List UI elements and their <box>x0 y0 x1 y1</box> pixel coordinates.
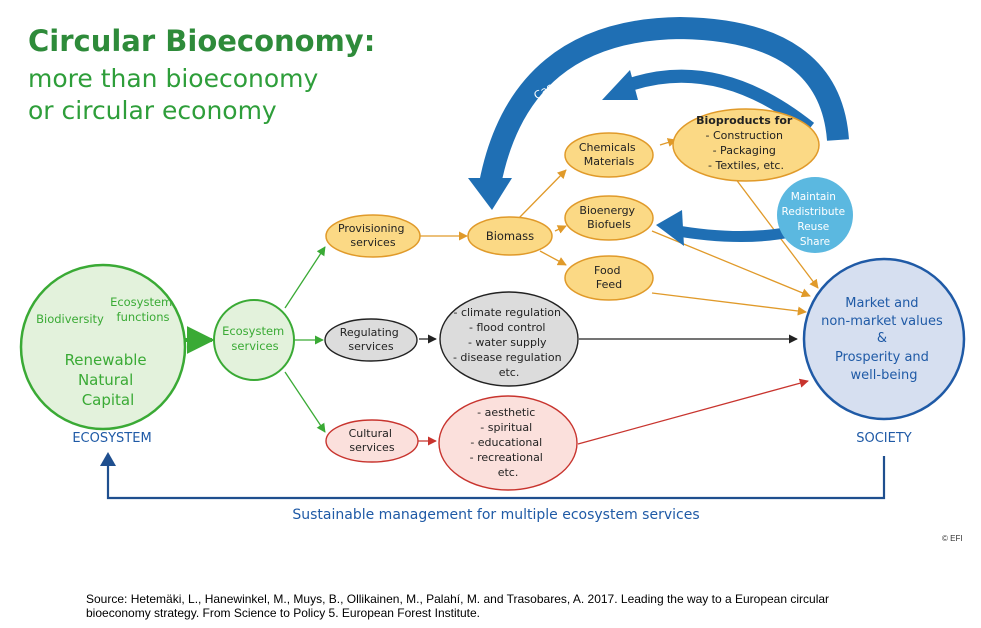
maintain-label-2: Redistribute <box>782 206 846 218</box>
biomass-node: Biomass <box>467 216 553 256</box>
svg-text:Regulating services: Regulating services <box>340 326 403 353</box>
society-label-2: non-market values <box>821 314 943 329</box>
arrow-biomass-to-food <box>539 250 567 266</box>
maintain-node: Maintain Redistribute Reuse Share <box>777 177 853 253</box>
management-loop <box>100 452 886 500</box>
svg-text:Provisioning services: Provisioning services <box>338 222 408 249</box>
copyright-note: © EFI <box>942 534 963 543</box>
regulating-services-node: Regulating services <box>324 318 418 362</box>
ecosystem-services-node: Ecosystem services <box>213 299 295 381</box>
natural-capital-node: Biodiversity Ecosystem functions Renewab… <box>19 263 187 431</box>
regulation-list-node: - climate regulation - flood control - w… <box>439 291 579 387</box>
food-label-1: Food <box>594 264 620 277</box>
provisioning-label-1: Provisioning <box>338 222 405 235</box>
society-label-1: Market and <box>845 296 918 311</box>
svg-text:Maintain Redistribute: Maintain Redistribute Reuse Share <box>782 191 849 248</box>
arrow-food-to-society <box>651 292 807 316</box>
regulation-item-5: etc. <box>499 366 520 379</box>
chemicals-label-2: Materials <box>584 155 635 168</box>
society-label: SOCIETY <box>856 431 912 446</box>
svg-text:Ecosystem functions: Ecosystem functions <box>110 295 176 324</box>
society-label-4: Prosperity and <box>835 350 929 365</box>
svg-text:Chemicals Materials: Chemicals Materials <box>579 141 639 168</box>
cascade-arrow: Cascading, Composting, Recycling, Remanu… <box>0 0 849 210</box>
bioproducts-title: Bioproducts for <box>696 114 793 127</box>
svg-text:Bioenergy Biofuels: Bioenergy Biofuels <box>579 204 638 231</box>
cultural-item-3: - educational <box>470 436 542 449</box>
biomass-label: Biomass <box>486 229 534 243</box>
diagram-subtitle-line2: or circular economy <box>28 96 277 125</box>
arrow-biomass-to-bioenergy <box>554 225 567 234</box>
maintain-label-1: Maintain <box>791 191 836 203</box>
cultural-item-4: - recreational <box>470 451 543 464</box>
food-node: Food Feed <box>564 255 654 301</box>
food-label-2: Feed <box>596 278 622 291</box>
svg-text:Ecosystem services: Ecosystem services <box>222 324 288 353</box>
society-label-5: well-being <box>851 368 918 383</box>
regulating-label-1: Regulating <box>340 326 399 339</box>
reuse-arrow <box>656 210 792 246</box>
diagram-subtitle-line1: more than bioeconomy <box>28 64 319 93</box>
provisioning-services-node: Provisioning services <box>325 214 421 258</box>
cascade-label: Cascading, Composting, Recycling, Remanu… <box>0 0 775 102</box>
management-label: Sustainable management for multiple ecos… <box>292 507 699 523</box>
bioproducts-node: Bioproducts for - Construction - Packagi… <box>672 108 820 182</box>
ecosystem-functions-label-2: functions <box>117 310 170 324</box>
ecosystem-functions-label-1: Ecosystem <box>110 295 172 309</box>
bioenergy-label-1: Bioenergy <box>579 204 635 217</box>
bioenergy-label-2: Biofuels <box>587 218 631 231</box>
cultural-label-2: services <box>349 441 394 454</box>
cultural-services-node: Cultural services <box>325 419 419 463</box>
chemicals-node: Chemicals Materials <box>564 132 654 178</box>
svg-text:Cultural services: Cultural services <box>349 427 396 454</box>
natural-capital-label-3: Capital <box>82 391 135 409</box>
natural-capital-label-1: Renewable <box>65 351 147 369</box>
cultural-label-1: Cultural <box>349 427 392 440</box>
natural-capital-label-2: Natural <box>78 371 133 389</box>
cultural-item-2: - spiritual <box>480 421 532 434</box>
society-label-3: & <box>877 331 887 346</box>
svg-text:Food Feed: Food Feed <box>594 264 624 291</box>
svg-text:- aesthetic - spiritual: - aesthetic - spiritual - educational - … <box>470 406 547 479</box>
svg-text:Market and non-market va: Market and non-market values & Prosperit… <box>821 296 947 383</box>
biodiversity-label: Biodiversity <box>36 312 104 326</box>
bioproducts-item-3: - Textiles, etc. <box>708 159 784 172</box>
provisioning-label-2: services <box>350 236 395 249</box>
bioproducts-item-2: - Packaging <box>713 144 776 157</box>
bioproducts-item-1: - Construction <box>705 129 783 142</box>
connectors <box>67 138 819 446</box>
society-node: Market and non-market values & Prosperit… <box>802 257 966 421</box>
ecosystem-label: ECOSYSTEM <box>72 431 151 446</box>
maintain-label-3: Reuse <box>797 221 829 233</box>
bioenergy-node: Bioenergy Biofuels <box>564 195 654 241</box>
svg-text:- climate regulation - f: - climate regulation - flood control - w… <box>453 306 565 379</box>
arrow-biomass-to-chemicals <box>517 169 567 220</box>
arrow-cultural-to-society <box>577 378 809 445</box>
regulation-item-4: - disease regulation <box>453 351 562 364</box>
svg-text:Renewable Natural: Renewable Natural Capital <box>65 351 152 409</box>
regulation-item-3: - water supply <box>468 336 547 349</box>
chemicals-label-1: Chemicals <box>579 141 636 154</box>
arrow-services-to-provisioning <box>284 246 326 309</box>
regulating-label-2: services <box>348 340 393 353</box>
svg-text:Bioproducts for - Constr: Bioproducts for - Construction - Packagi… <box>696 114 796 172</box>
source-citation: Source: Hetemäki, L., Hanewinkel, M., Mu… <box>86 592 830 620</box>
diagram-title: Circular Bioeconomy: <box>28 24 376 58</box>
cultural-list-node: - aesthetic - spiritual - educational - … <box>438 395 578 491</box>
arrow-bioenergy-to-society <box>651 230 811 298</box>
regulation-item-1: - climate regulation <box>453 306 561 319</box>
ecosystem-services-label-1: Ecosystem <box>222 324 284 338</box>
arrow-services-to-cultural <box>284 371 326 433</box>
ecosystem-services-label-2: services <box>231 339 278 353</box>
cultural-item-5: etc. <box>498 466 519 479</box>
regulation-item-2: - flood control <box>469 321 545 334</box>
maintain-label-4: Share <box>800 236 830 248</box>
cultural-item-1: - aesthetic <box>477 406 535 419</box>
